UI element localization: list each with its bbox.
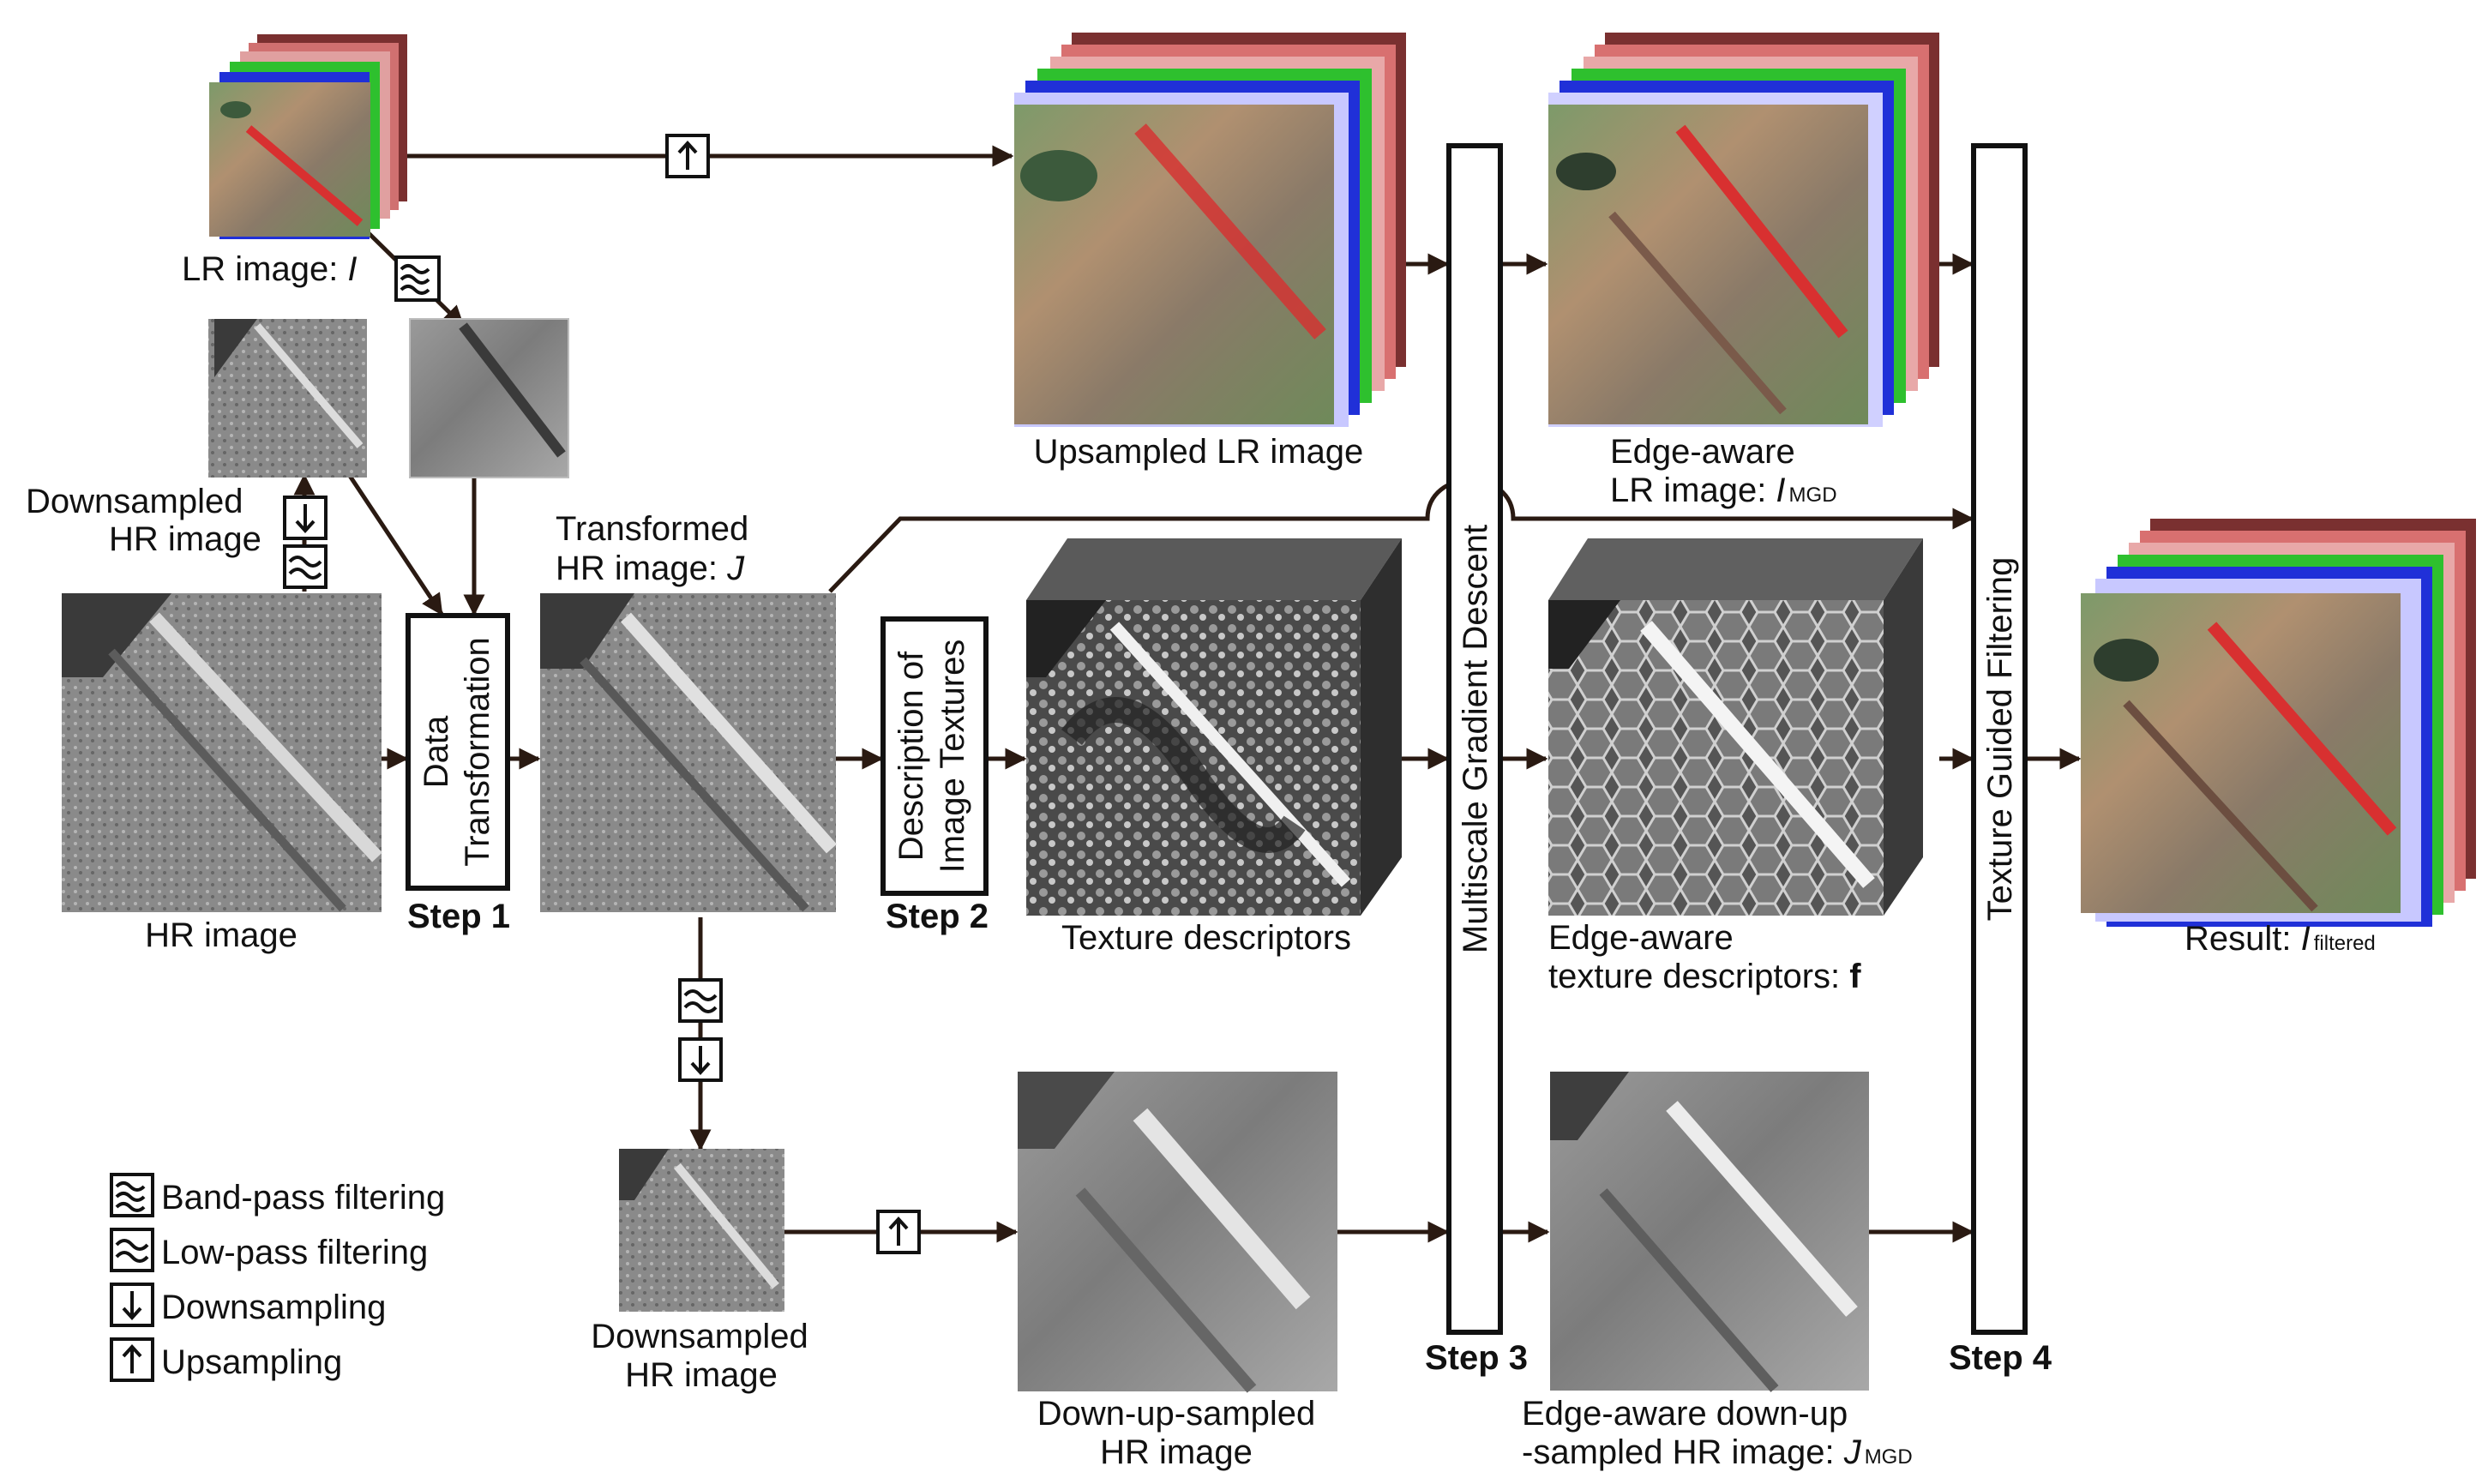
edge-aware-tex-label-1: Edge-aware [1548, 919, 1734, 957]
transformed-label-1: Transformed [556, 510, 748, 548]
bandpass-lr-image-small [409, 318, 569, 478]
step2-label: Step 2 [886, 898, 989, 935]
edge-aware-down-up-image [1550, 1072, 1869, 1392]
step1-label: Step 1 [407, 898, 510, 935]
step4-label: Step 4 [1949, 1339, 2052, 1377]
transformed-label-2: HR image: J [556, 550, 745, 587]
svg-text:Data: Data [418, 715, 455, 788]
edge-aware-lr-label-1: Edge-aware [1610, 433, 1795, 471]
svg-text:Image Textures: Image Textures [934, 640, 971, 874]
step3-box: Multiscale Gradient Descent [1446, 143, 1503, 1335]
low-pass-icon [283, 544, 328, 589]
upsampling-icon [665, 134, 710, 178]
legend: Band-pass filtering Low-pass filtering D… [110, 1173, 445, 1382]
svg-text:Description of: Description of [892, 651, 930, 861]
downsampling-icon [283, 496, 328, 540]
upsampled-lr-label: Upsampled LR image [1034, 433, 1364, 471]
edge-aware-downup-label-1: Edge-aware down-up [1522, 1395, 1848, 1433]
downsampled-hr-label-2: HR image [109, 520, 261, 558]
low-pass-icon [678, 978, 723, 1023]
svg-text:Multiscale Gradient Descent: Multiscale Gradient Descent [1457, 525, 1494, 953]
texture-descriptors-cube [1026, 538, 1402, 916]
legend-item-low-pass: Low-pass filtering [110, 1228, 428, 1272]
down-up-sampled-label-1: Down-up-sampled [1037, 1395, 1316, 1433]
texture-descriptors-label: Texture descriptors [1061, 919, 1351, 957]
step2-box: Description of Image Textures [880, 616, 989, 896]
lr-image-stack [209, 34, 407, 239]
downsampled-hr-bottom-label-2: HR image [625, 1356, 778, 1394]
downsampling-icon [678, 1037, 723, 1082]
edge-aware-texture-cube [1548, 538, 1923, 916]
downsampled-hr-label-1: Downsampled [26, 483, 243, 520]
low-pass-icon [110, 1228, 154, 1272]
lr-image-label: LR image: I [182, 250, 358, 288]
connectors [293, 145, 2082, 1243]
svg-text:Texture Guided Filtering: Texture Guided Filtering [1981, 557, 2019, 922]
svg-text:Downsampling: Downsampling [161, 1289, 386, 1326]
upsampled-lr-stack [1014, 33, 1406, 427]
svg-text:Band-pass filtering: Band-pass filtering [161, 1179, 445, 1217]
legend-item-upsampling: Upsampling [110, 1337, 342, 1382]
legend-item-band-pass: Band-pass filtering [110, 1173, 445, 1217]
result-stack [2081, 519, 2476, 927]
downsampled-hr-image-small [208, 319, 367, 478]
band-pass-icon [394, 255, 441, 302]
hr-image-label: HR image [145, 916, 297, 954]
upsampling-icon [876, 1210, 921, 1254]
edge-aware-tex-label-2: texture descriptors: f [1548, 958, 1861, 995]
downsampled-hr-bottom-label-1: Downsampled [591, 1318, 808, 1355]
svg-text:Transformation: Transformation [459, 637, 496, 867]
edge-aware-lr-stack [1548, 33, 1939, 427]
edge-aware-lr-image [1548, 105, 1868, 424]
step4-box: Texture Guided Filtering [1971, 143, 2028, 1335]
legend-item-downsampling: Downsampling [110, 1283, 386, 1327]
svg-text:Low-pass filtering: Low-pass filtering [161, 1234, 428, 1271]
downsampled-hr-image-bottom [619, 1149, 784, 1312]
down-up-sampled-image [1018, 1072, 1337, 1393]
down-up-sampled-label-2: HR image [1100, 1433, 1253, 1471]
step3-label: Step 3 [1425, 1339, 1528, 1377]
arrow-lowres-left-to-step1 [347, 474, 444, 616]
svg-text:Upsampling: Upsampling [161, 1343, 342, 1381]
transformed-hr-image [540, 593, 837, 912]
hr-image [62, 593, 382, 912]
step1-box: Data Transformation [406, 613, 510, 891]
